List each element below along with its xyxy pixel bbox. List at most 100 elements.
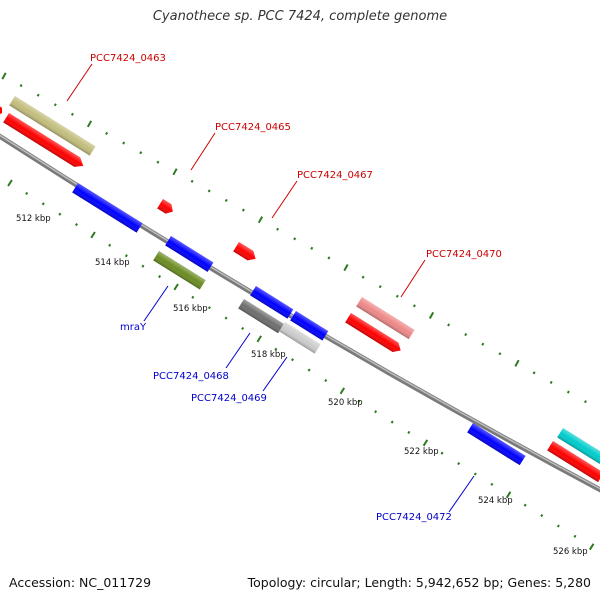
inner-ring-tick	[108, 243, 112, 247]
gene-arrow-red-3[interactable]	[547, 441, 600, 483]
inner-ring-tick	[173, 283, 179, 291]
inner-ring-tick	[490, 482, 494, 486]
outer-ring-tick	[139, 151, 143, 155]
scale-label-526: 526 kbp	[553, 547, 588, 557]
gene-arrow-left-edge[interactable]	[0, 104, 4, 117]
scale-label-522: 522 kbp	[404, 447, 439, 457]
outer-ring-tick	[361, 275, 365, 279]
outer-ring-tick	[481, 342, 485, 346]
inner-ring-tick	[307, 368, 311, 372]
gene-arrow-pcc7424-0470[interactable]	[356, 297, 415, 340]
inner-ring-tick	[291, 358, 294, 362]
outer-ring-tick	[53, 103, 57, 107]
outer-ring-tick	[549, 380, 553, 384]
outer-ring-tick	[464, 333, 468, 337]
outer-ring-tick	[293, 237, 297, 241]
scale-label-520: 520 kbp	[328, 398, 363, 408]
outer-ring-tick	[190, 179, 194, 183]
inner-ring-tick	[141, 264, 145, 268]
gene-arrow-pcc7424-0467[interactable]	[233, 242, 258, 264]
inner-ring-tick	[207, 306, 211, 310]
label-pcc7424-0463[interactable]: PCC7424_0463	[90, 53, 166, 64]
outer-ring-tick	[19, 84, 23, 88]
inner-ring-tick	[58, 212, 62, 216]
inner-ring-tick	[573, 534, 577, 538]
gene-arrow-pcc7424-0463[interactable]	[9, 96, 96, 156]
callout-line-pcc7424-0472	[448, 475, 475, 513]
outer-ring-tick	[122, 141, 126, 145]
label-pcc7424-0470[interactable]: PCC7424_0470	[426, 249, 502, 260]
inner-ring-tick	[473, 472, 477, 476]
label-pcc7424-0467[interactable]: PCC7424_0467	[297, 170, 373, 181]
inner-ring-tick	[523, 503, 527, 507]
inner-ring-tick	[324, 378, 328, 383]
map-title: Cyanothece sp. PCC 7424, complete genome	[152, 9, 448, 24]
gene-arrow-pcc7424-0468[interactable]	[238, 299, 284, 334]
label-pcc7424-0472[interactable]: PCC7424_0472	[376, 512, 452, 523]
outer-ring-tick	[172, 168, 178, 176]
inner-ring-tick	[224, 316, 228, 320]
inner-ring-tick	[90, 231, 96, 239]
gene-arrow-blue-1[interactable]	[72, 183, 143, 233]
gene-arrow-pcc7424-0472[interactable]	[467, 423, 526, 466]
outer-ring-tick	[447, 323, 451, 327]
outer-ring-tick	[566, 390, 570, 394]
inner-ring-tick	[390, 420, 394, 424]
scale-label-524: 524 kbp	[478, 496, 513, 506]
outer-ring-tick	[584, 400, 587, 404]
gene-arrow-blue-2[interactable]	[165, 236, 214, 272]
inner-ring-tick	[457, 462, 461, 466]
gene-arrow-pcc7424-0469[interactable]	[279, 322, 321, 354]
inner-ring-tick	[41, 202, 45, 206]
gene-arrow-cyan[interactable]	[557, 428, 600, 464]
inner-ring-tick	[256, 335, 262, 343]
inner-ring-tick	[357, 399, 361, 403]
scale-label-518: 518 kbp	[251, 350, 286, 360]
callout-line-mray	[143, 285, 169, 322]
footer-summary: Topology: circular; Length: 5,942,652 bp…	[247, 575, 591, 590]
gene-arrow-mray[interactable]	[153, 251, 206, 290]
inner-ring-tick	[556, 524, 560, 528]
gene-arrow-red-1[interactable]	[3, 113, 86, 171]
inner-ring-tick	[191, 295, 195, 299]
outer-ring-tick	[532, 371, 536, 375]
inner-tick-ring	[7, 179, 595, 551]
outer-ring-tick	[327, 256, 331, 260]
outer-ring-tick	[276, 227, 280, 231]
label-pcc7424-0469[interactable]: PCC7424_0469	[191, 393, 267, 404]
callout-line-pcc7424-0468	[225, 332, 251, 369]
outer-ring-tick	[86, 120, 93, 128]
outer-ring-tick	[70, 112, 74, 116]
inner-ring-tick	[274, 347, 278, 351]
outer-ring-tick	[498, 352, 502, 356]
callout-line-pcc7424-0467	[271, 180, 298, 219]
outer-ring-tick	[395, 294, 399, 298]
callout-line-pcc7424-0465	[190, 132, 216, 171]
inner-ring-tick	[339, 387, 346, 395]
label-pcc7424-0468[interactable]: PCC7424_0468	[153, 371, 229, 382]
outer-ring-tick	[412, 304, 416, 308]
gene-arrow-red-2[interactable]	[345, 313, 403, 355]
label-mray[interactable]: mraY	[120, 322, 147, 333]
label-pcc7424-0465[interactable]: PCC7424_0465	[215, 122, 291, 133]
inner-ring-tick	[74, 223, 78, 227]
outer-ring-tick	[241, 208, 245, 212]
inner-ring-tick	[407, 430, 411, 435]
scale-label-514: 514 kbp	[95, 258, 130, 268]
outer-ring-tick	[343, 264, 349, 272]
gene-arrow-blue-3[interactable]	[250, 286, 294, 319]
outer-ring-tick	[224, 198, 228, 202]
outer-ring-tick	[514, 359, 520, 367]
outer-ring-tick	[207, 189, 211, 193]
outer-ring-tick	[378, 285, 382, 289]
gene-arrow-pcc7424-0465[interactable]	[157, 199, 176, 216]
gene-arrow-blue-4[interactable]	[290, 311, 329, 341]
inner-ring-tick	[374, 410, 378, 414]
callout-line-pcc7424-0463	[66, 63, 93, 102]
outer-ring-tick	[36, 93, 40, 97]
inner-ring-tick	[25, 191, 29, 195]
outer-ring-tick	[428, 311, 435, 319]
inner-ring-tick	[158, 274, 162, 279]
outer-ring-tick	[105, 131, 109, 135]
